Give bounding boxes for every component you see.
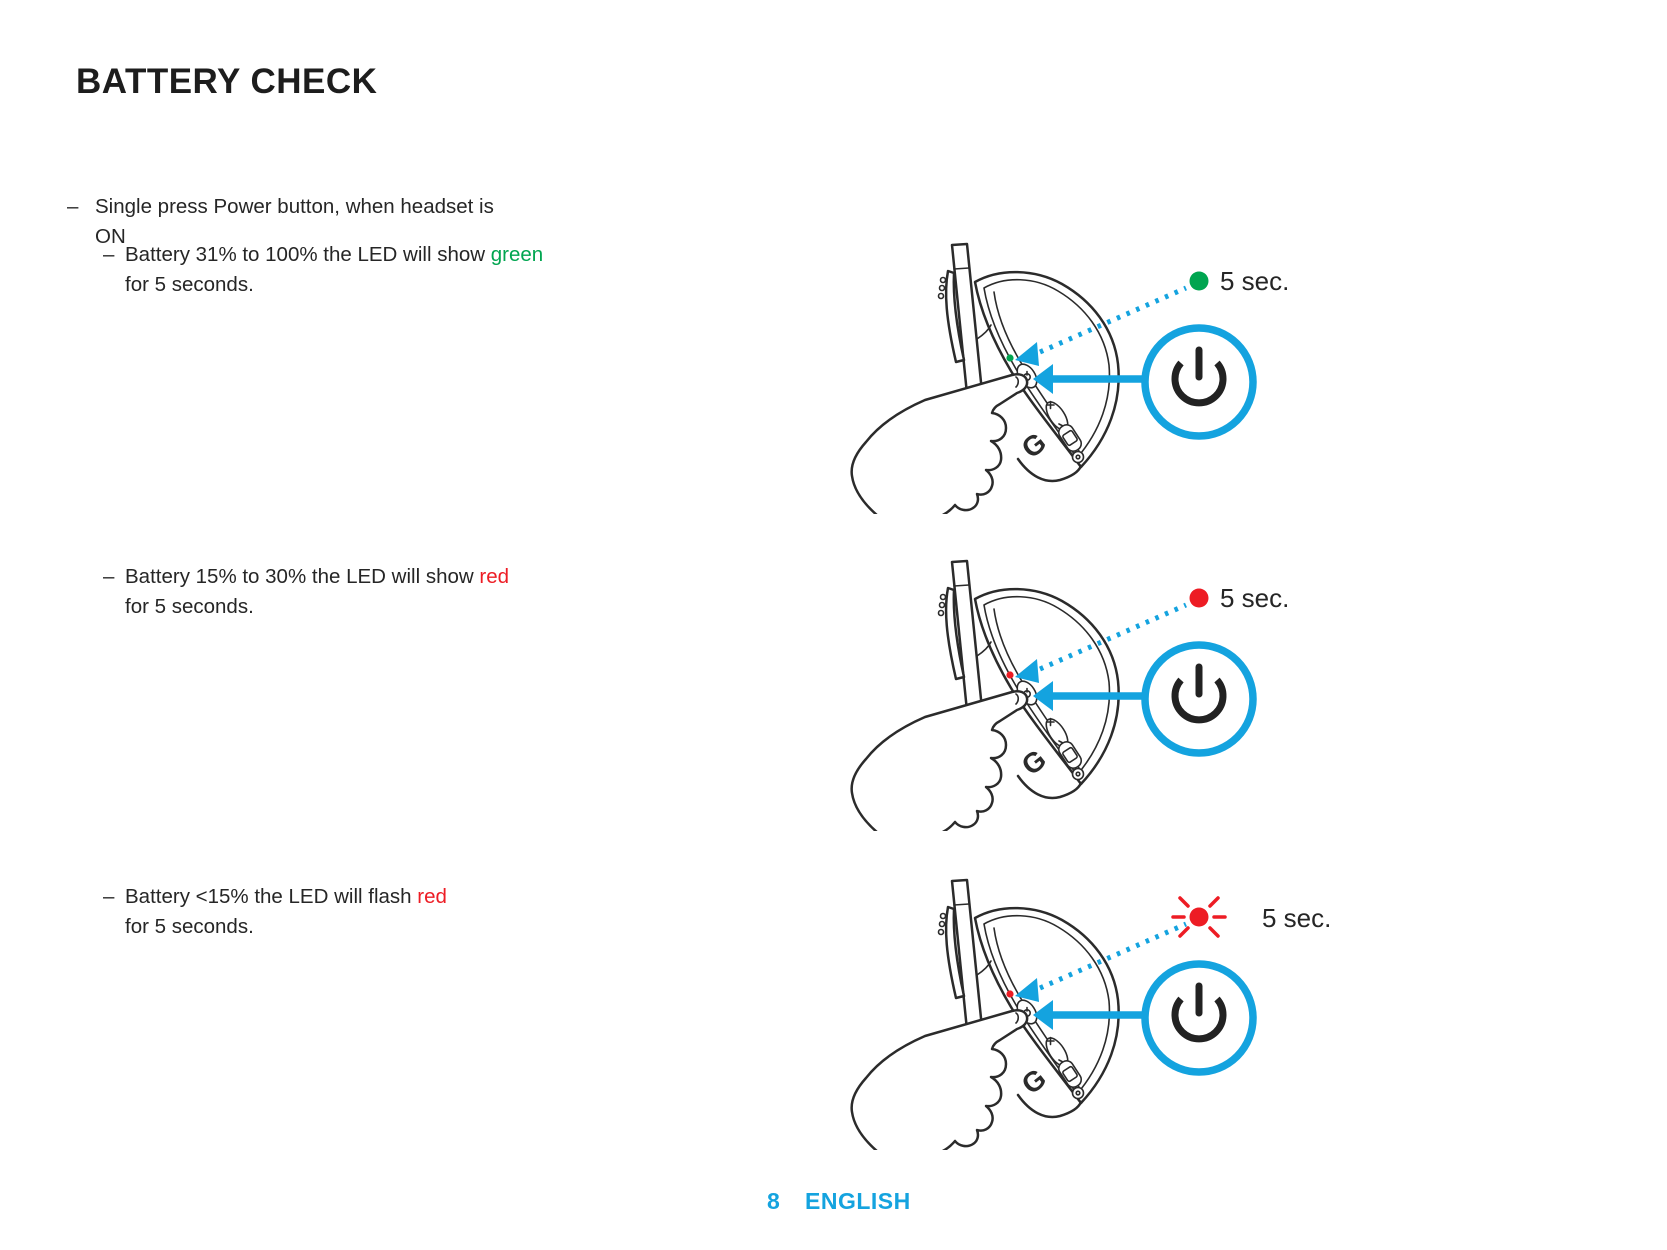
headset-figure-red-led: 5 sec. [790, 541, 1300, 831]
sub-bullet-flash-red: – Battery <15% the LED will flash red fo… [103, 882, 447, 942]
bullet-main-text: Single press Power button, when headset … [95, 195, 494, 248]
figure-art [790, 224, 1300, 514]
headset-figure-flashing-red-led: 5 sec. [790, 860, 1331, 1150]
page-title: BATTERY CHECK [76, 62, 378, 101]
bullet-dash: – [67, 195, 79, 218]
led-indicator-dot [1189, 588, 1209, 608]
duration-label: 5 sec. [1220, 583, 1290, 613]
duration-label: 5 sec. [1220, 266, 1290, 296]
highlight-word: red [417, 885, 447, 908]
sub-bullet-prefix: Battery 31% to 100% the LED will show [125, 243, 491, 266]
bullet-dash: – [103, 885, 115, 908]
led-indicator-dot [1189, 907, 1209, 927]
led-indicator-dot [1189, 271, 1209, 291]
highlight-word: red [479, 565, 510, 588]
language-label: ENGLISH [805, 1188, 911, 1214]
sub-bullet-green: – Battery 31% to 100% the LED will show … [103, 240, 543, 300]
sub-bullet-line2: for 5 seconds. [125, 595, 254, 618]
bullet-dash: – [103, 565, 115, 588]
bullet-main: – Single press Power button, when headse… [67, 192, 515, 252]
page-number: 8 [767, 1188, 780, 1214]
figure-art [790, 541, 1300, 831]
headset-led [1006, 671, 1014, 679]
duration-label: 5 sec. [1262, 903, 1332, 933]
sub-bullet-prefix: Battery 15% to 30% the LED will show [125, 565, 480, 588]
sub-bullet-text: Battery 15% to 30% the LED will show red… [125, 562, 509, 622]
headset-figure-green-led: 5 sec. [790, 224, 1300, 514]
sub-bullet-text: Battery 31% to 100% the LED will show gr… [125, 240, 543, 300]
headset-led [1006, 354, 1014, 362]
sub-bullet-red: – Battery 15% to 30% the LED will show r… [103, 562, 509, 622]
sub-bullet-prefix: Battery <15% the LED will flash [125, 885, 418, 908]
highlight-word: green [490, 243, 544, 266]
sub-bullet-line2: for 5 seconds. [125, 273, 254, 296]
sub-bullet-line2: for 5 seconds. [125, 915, 254, 938]
headset-led [1006, 990, 1014, 998]
bullet-dash: – [103, 243, 115, 266]
figure-art [790, 860, 1300, 1150]
sub-bullet-text: Battery <15% the LED will flash red for … [125, 882, 447, 942]
